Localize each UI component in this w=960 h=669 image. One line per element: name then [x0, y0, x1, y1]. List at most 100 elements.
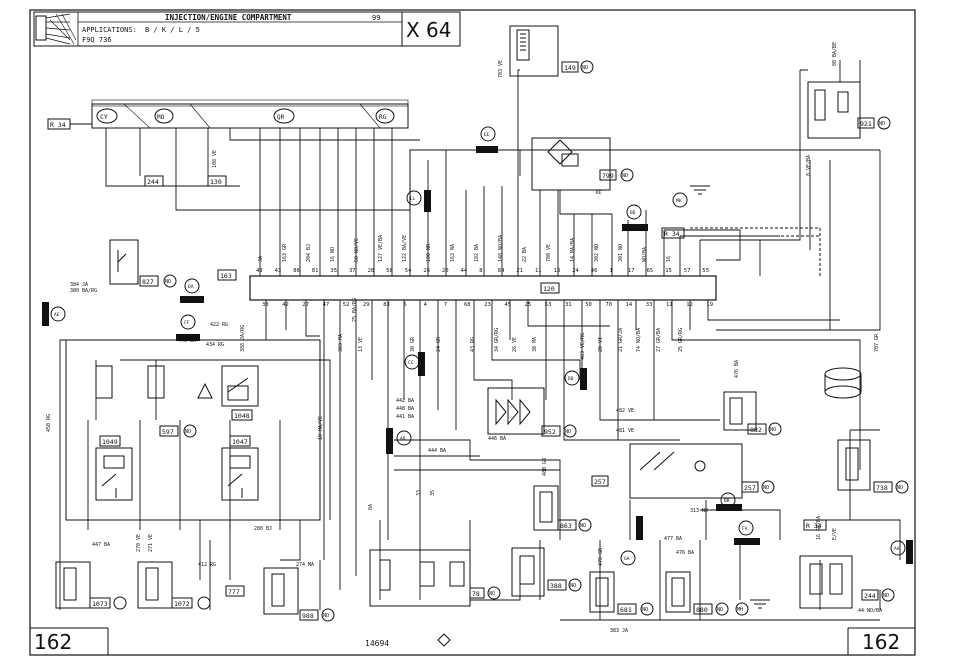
component-863: 863 NO — [533, 485, 592, 532]
ecu-bottom-pin: 68 — [464, 302, 471, 308]
wire-label: 27 GR/BA — [656, 328, 662, 352]
svg-text:882: 882 — [750, 426, 762, 434]
wire-label: 30 MA — [532, 337, 538, 352]
wire-label: 163 GR — [282, 243, 288, 262]
svg-text:863: 863 — [560, 522, 572, 530]
ecu-bottom-pin: 4 — [424, 302, 428, 308]
svg-text:NO: NO — [489, 591, 495, 597]
tag-ae: AE — [54, 312, 60, 318]
wire-label: 8A — [368, 504, 374, 510]
svg-text:NO: NO — [565, 429, 571, 435]
ecu-bottom-pin: 12 — [686, 302, 693, 308]
r34-bottom-tag: R 34 — [803, 519, 827, 531]
component-777: 777 — [225, 585, 245, 597]
component-244-top: 244 — [144, 175, 164, 187]
svg-text:R 34: R 34 — [50, 121, 66, 129]
wire-label: 477 BA — [664, 536, 682, 542]
ecu-top-pin: 58 — [386, 268, 393, 274]
ecu-label: 120 — [543, 285, 555, 293]
svg-text:NO: NO — [770, 427, 776, 433]
svg-text:149: 149 — [564, 64, 576, 72]
tag-fa: FA — [742, 526, 748, 532]
wire-label: 302 NO — [594, 244, 600, 262]
ecu-top-pin: 11 — [535, 268, 542, 274]
wire-label: 412 RG — [198, 562, 216, 568]
connector-mo-label: MO — [157, 114, 165, 121]
svg-text:777: 777 — [228, 588, 240, 596]
component-827: 827 NO — [109, 239, 177, 288]
wire-label: 14 MA/BA — [570, 238, 576, 262]
wire-label: 108 VE — [212, 150, 218, 168]
connector-tag-labels: EE LL BD MH DA CF AE CC AB DD BB FA GA A… — [54, 132, 900, 562]
ecu-bottom-pin: 45 — [504, 302, 511, 308]
ecu-120: 120 — [249, 275, 717, 301]
wire-label: 301 NO — [618, 244, 624, 262]
ecu-bottom-pin: 23 — [484, 302, 491, 308]
wire-label: 480 GR — [542, 457, 548, 476]
wire-label: NO/BA — [642, 247, 648, 262]
ecu-top-pin: 57 — [684, 268, 691, 274]
ecu-bottom-pin: 50 — [585, 302, 592, 308]
connector-qr-label: QR — [277, 114, 285, 121]
ecu-top-pin: 17 — [628, 268, 635, 274]
page-number-right: 162 — [862, 630, 900, 654]
wire-label: 148 NO/BA — [498, 235, 504, 262]
wire-label: 43 RG — [470, 337, 476, 352]
svg-text:244: 244 — [864, 592, 876, 600]
svg-text:988: 988 — [302, 612, 314, 620]
svg-text:NO: NO — [883, 593, 889, 599]
svg-text:NO: NO — [582, 65, 588, 71]
tag-ee: EE — [484, 132, 490, 138]
wire-label: 21 GR/JA — [618, 328, 624, 352]
svg-text:NO: NO — [879, 121, 885, 127]
tag-cc: CC — [408, 360, 414, 366]
wire-label: 182 BA — [474, 244, 480, 262]
wire-label: 380 BA/RG — [70, 288, 97, 294]
wire-label: 33 — [416, 490, 422, 496]
component-244-bottom: 244 NO — [799, 555, 895, 609]
ecu-top-pin: 28 — [368, 268, 375, 274]
ecu-top-pin: 1 — [609, 268, 612, 274]
component-257: 257 257 NO — [591, 443, 775, 499]
svg-text:257: 257 — [594, 478, 606, 486]
component-952: 952 NO — [487, 387, 577, 438]
wire-label: 122 BA/VE — [402, 235, 408, 262]
wire-label: 180 NR — [426, 243, 432, 262]
wire-label: 25 GR/RG — [678, 328, 684, 352]
component-149: 149 NO — [509, 25, 594, 77]
wire-label: 10 MA/VE — [318, 416, 324, 440]
wire-label: 313 NO — [690, 508, 708, 514]
component-880: 880 NO MH — [665, 571, 749, 616]
wire-label: 481 VE — [616, 428, 634, 434]
wire-label: 483 VE/RG — [580, 333, 586, 360]
ecu-bottom-pin: 29 — [363, 302, 370, 308]
ecu-bottom-pin: 70 — [605, 302, 612, 308]
component-738: 738 NO — [837, 439, 909, 494]
engine-code: F9Q 736 — [82, 36, 112, 44]
svg-text:738: 738 — [876, 484, 888, 492]
svg-text:799: 799 — [602, 172, 614, 180]
wire-label: 274 MA — [296, 562, 314, 568]
wire-label: 271 VE — [148, 534, 154, 552]
tag-ga: GA — [624, 556, 630, 562]
wire-label: 476 BA — [734, 360, 740, 378]
ecu-bottom-pin: 38 — [262, 302, 269, 308]
component-882: 882 NO — [723, 391, 782, 436]
ecu-bottom-pin: 33 — [646, 302, 653, 308]
svg-text:130: 130 — [210, 178, 222, 186]
component-799: 799 NO — [531, 137, 634, 191]
svg-text:681: 681 — [620, 606, 632, 614]
wire-label: 442 BA — [396, 398, 414, 404]
svg-text:1073: 1073 — [92, 600, 108, 608]
wire-label: 80 BA/BE — [832, 42, 838, 66]
diagram-id: X 64 — [406, 18, 452, 42]
ecu-top-pin: 20 — [442, 268, 449, 274]
wire-label: 448 BA — [396, 406, 414, 412]
wire-label: 280 BJ — [254, 526, 272, 532]
wire-label: 13 VE — [358, 337, 364, 352]
ecu-top-pin: 37 — [349, 268, 356, 274]
